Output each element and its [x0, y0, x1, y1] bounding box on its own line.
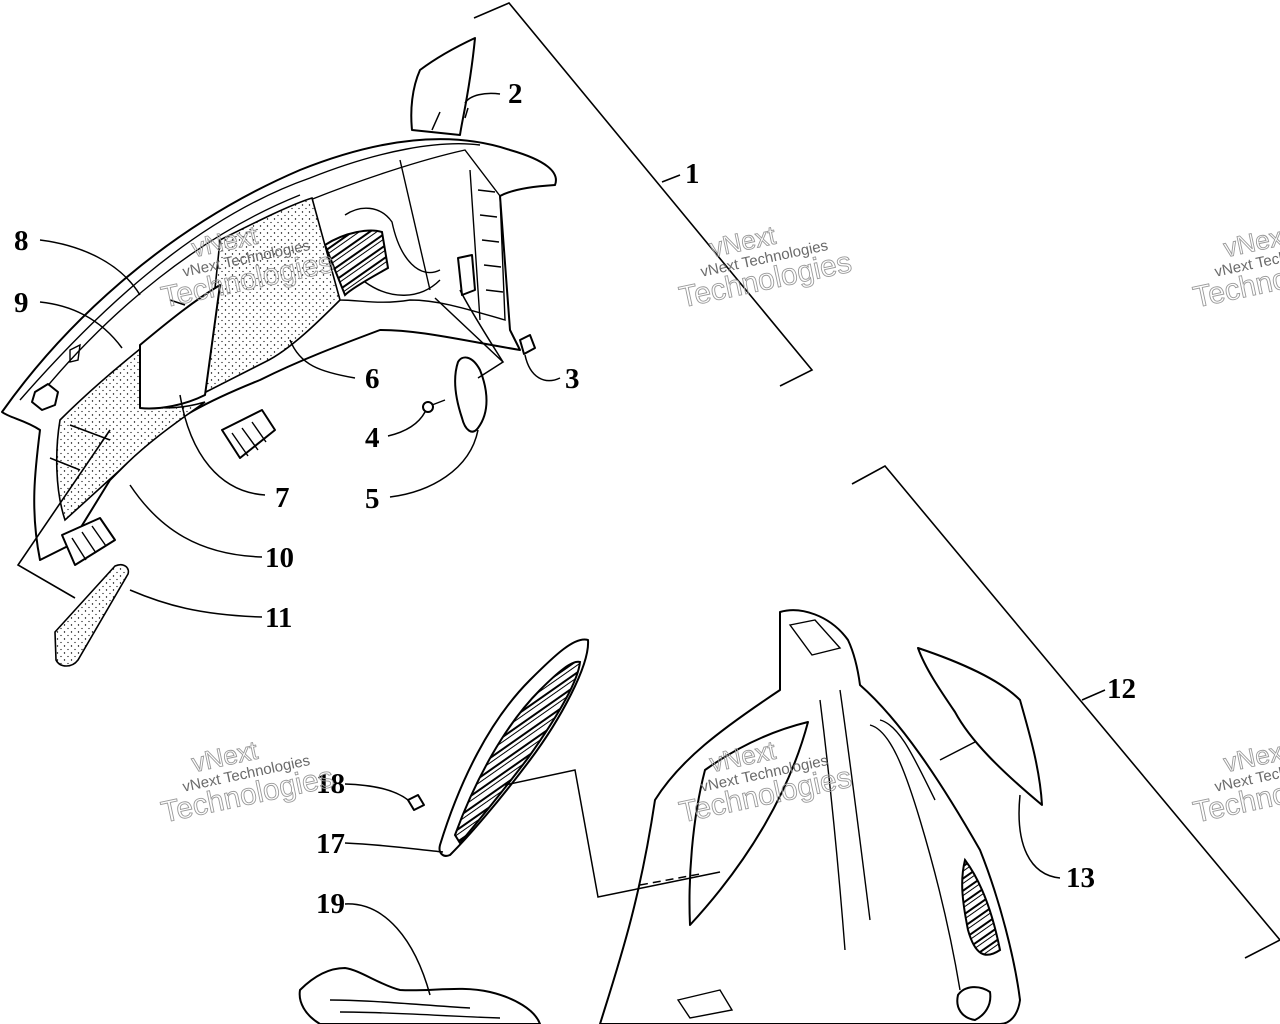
bracket-1: [473, 2, 814, 387]
foam-panel-10: [55, 343, 206, 522]
callout-12: 12: [1107, 673, 1136, 705]
callout-9: 9: [14, 287, 29, 319]
callout-7: 7: [275, 482, 290, 514]
callout-13: 13: [1066, 862, 1095, 894]
side-bracket: [457, 254, 476, 296]
callout-18: 18: [316, 768, 345, 800]
callout-6: 6: [365, 363, 380, 395]
callout-19: 19: [316, 888, 345, 920]
hood-foot-pad: [956, 986, 992, 1021]
watermark-6: vNext vNext Technologies Technologies: [1190, 734, 1280, 830]
foam-block-11: [54, 563, 130, 667]
callout-8: 8: [14, 225, 29, 257]
clip-18: [407, 794, 425, 811]
rib-strip: [469, 169, 504, 321]
inner-vent-grille: [323, 229, 390, 297]
bracket-foam: [16, 429, 111, 599]
callout-4: 4: [365, 422, 380, 454]
vent-grille-17: [438, 638, 590, 857]
bumper-pad-a: [221, 409, 276, 459]
watermark-4: vNext vNext Technologies Technologies: [158, 734, 337, 830]
callout-labels: 1 2 3 4 5 6 7 8 9 10 11 12 13 17 18 19: [14, 78, 1136, 920]
upper-hood-assembly: [1, 138, 557, 566]
lower-side-grille: [961, 857, 1002, 956]
callout-2: 2: [508, 78, 523, 110]
screw-4: [422, 399, 446, 413]
hex-emblem: [31, 383, 59, 411]
windshield-2: [410, 37, 476, 136]
side-grille-19: [298, 967, 541, 1024]
callout-11: 11: [265, 602, 292, 634]
callout-3: 3: [565, 363, 580, 395]
lower-hood-assembly: [599, 609, 1021, 1024]
watermarks: vNext vNext Technologies Technologies vN…: [158, 219, 1280, 830]
callout-5: 5: [365, 483, 380, 515]
callout-10: 10: [265, 542, 294, 574]
clip-3: [519, 334, 536, 355]
windshield-13: [917, 647, 1043, 806]
callout-1: 1: [685, 158, 700, 190]
bracket-12: [851, 464, 1280, 959]
hood-side-window: [688, 721, 809, 926]
watermark-3: vNext vNext Technologies Technologies: [1190, 219, 1280, 315]
leader-lines: [39, 92, 1106, 996]
window-panel-7: [139, 284, 221, 410]
callout-17: 17: [316, 828, 345, 860]
watermark-2: vNext vNext Technologies Technologies: [676, 219, 855, 315]
lower-hood-shell: [599, 609, 1021, 1024]
mount-plate-5: [454, 356, 488, 433]
